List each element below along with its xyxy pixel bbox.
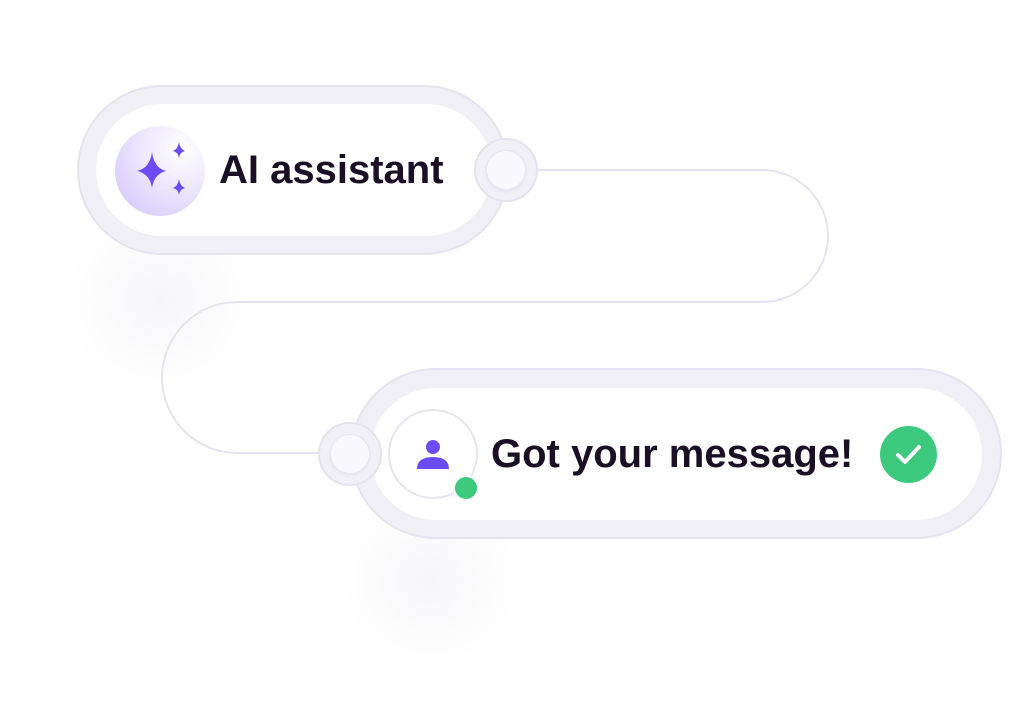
user-icon <box>417 440 449 469</box>
check-icon <box>896 445 921 464</box>
success-badge <box>880 426 937 483</box>
sparkles-icon <box>137 142 185 195</box>
node-label: Got your message! <box>491 432 854 476</box>
connector-handle[interactable] <box>318 422 382 486</box>
online-status-dot <box>453 475 479 501</box>
node-label: AI assistant <box>219 148 444 192</box>
user-avatar <box>388 409 479 501</box>
connector-handle[interactable] <box>474 138 538 202</box>
ai-avatar <box>115 126 205 216</box>
